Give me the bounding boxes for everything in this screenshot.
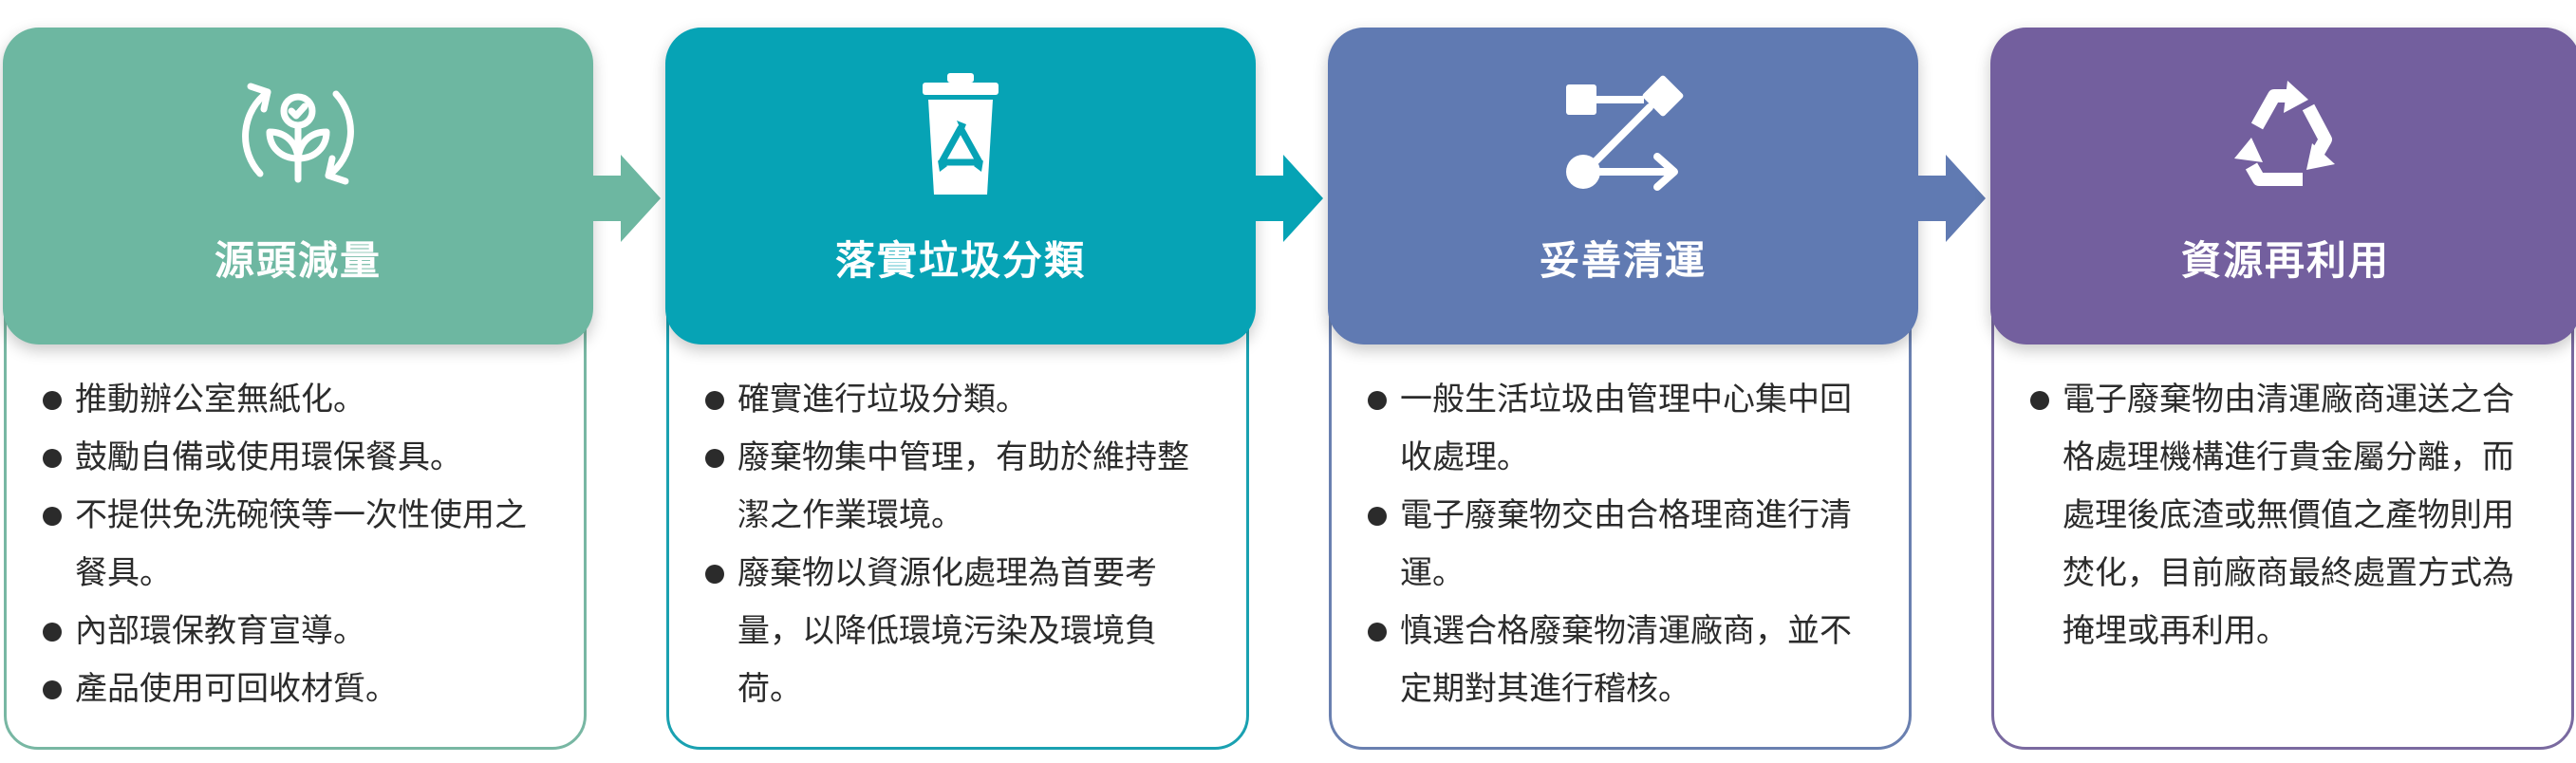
list-item: 確實進行垃圾分類。 [705, 371, 1218, 429]
step-card-resource-reuse: 資源再利用 電子廢棄物由清運廠商運送之合格處理機構進行貴金屬分離，而處理後底渣或… [1990, 28, 2576, 750]
list-item: 產品使用可回收材質。 [43, 661, 555, 718]
list-item: 電子廢棄物交由合格理商進行清運。 [1368, 487, 1880, 603]
list-item: 推動辦公室無紙化。 [43, 371, 555, 429]
step-items: 一般生活垃圾由管理中心集中回收處理。 電子廢棄物交由合格理商進行清運。 慎選合格… [1368, 371, 1880, 718]
list-item: 電子廢棄物由清運廠商運送之合格處理機構進行貴金屬分離，而處理後底渣或無價值之產物… [2030, 371, 2543, 661]
step-title: 資源再利用 [2180, 237, 2390, 284]
list-item: 一般生活垃圾由管理中心集中回收處理。 [1368, 371, 1880, 487]
step-header: 源頭減量 [3, 28, 593, 344]
step-header: 資源再利用 [1990, 28, 2576, 344]
recycle-triangle-icon [2234, 81, 2335, 186]
step-title: 落實垃圾分類 [834, 237, 1086, 284]
list-item: 廢棄物以資源化處理為首要考量，以降低環境污染及環境負荷。 [705, 545, 1218, 718]
recycle-bin-icon [923, 73, 999, 195]
step-title: 妥善清運 [1539, 237, 1707, 284]
step-card-waste-sorting: 落實垃圾分類 確實進行垃圾分類。 廢棄物集中管理，有助於維持整潔之作業環境。 廢… [665, 28, 1256, 750]
arrow-right-icon [1245, 155, 1323, 242]
step-items: 確實進行垃圾分類。 廢棄物集中管理，有助於維持整潔之作業環境。 廢棄物以資源化處… [705, 371, 1218, 718]
list-item: 廢棄物集中管理，有助於維持整潔之作業環境。 [705, 429, 1218, 545]
step-title: 源頭減量 [214, 237, 382, 284]
list-item: 慎選合格廢棄物清運廠商，並不定期對其進行稽核。 [1368, 603, 1880, 718]
step-header: 妥善清運 [1328, 28, 1918, 344]
list-item: 內部環保教育宣導。 [43, 603, 555, 661]
list-item: 鼓勵自備或使用環保餐具。 [43, 429, 555, 487]
route-icon [1566, 75, 1684, 191]
step-header: 落實垃圾分類 [665, 28, 1256, 344]
list-item: 不提供免洗碗筷等一次性使用之餐具。 [43, 487, 555, 603]
recycle-plant-icon [242, 83, 354, 185]
step-items: 推動辦公室無紙化。 鼓勵自備或使用環保餐具。 不提供免洗碗筷等一次性使用之餐具。… [43, 371, 555, 718]
step-items: 電子廢棄物由清運廠商運送之合格處理機構進行貴金屬分離，而處理後底渣或無價值之產物… [2030, 371, 2543, 661]
step-card-source-reduction: 源頭減量 推動辦公室無紙化。 鼓勵自備或使用環保餐具。 不提供免洗碗筷等一次性使… [3, 28, 593, 750]
step-card-proper-disposal: 妥善清運 一般生活垃圾由管理中心集中回收處理。 電子廢棄物交由合格理商進行清運。… [1328, 28, 1918, 750]
arrow-right-icon [583, 155, 661, 242]
arrow-right-icon [1908, 155, 1986, 242]
